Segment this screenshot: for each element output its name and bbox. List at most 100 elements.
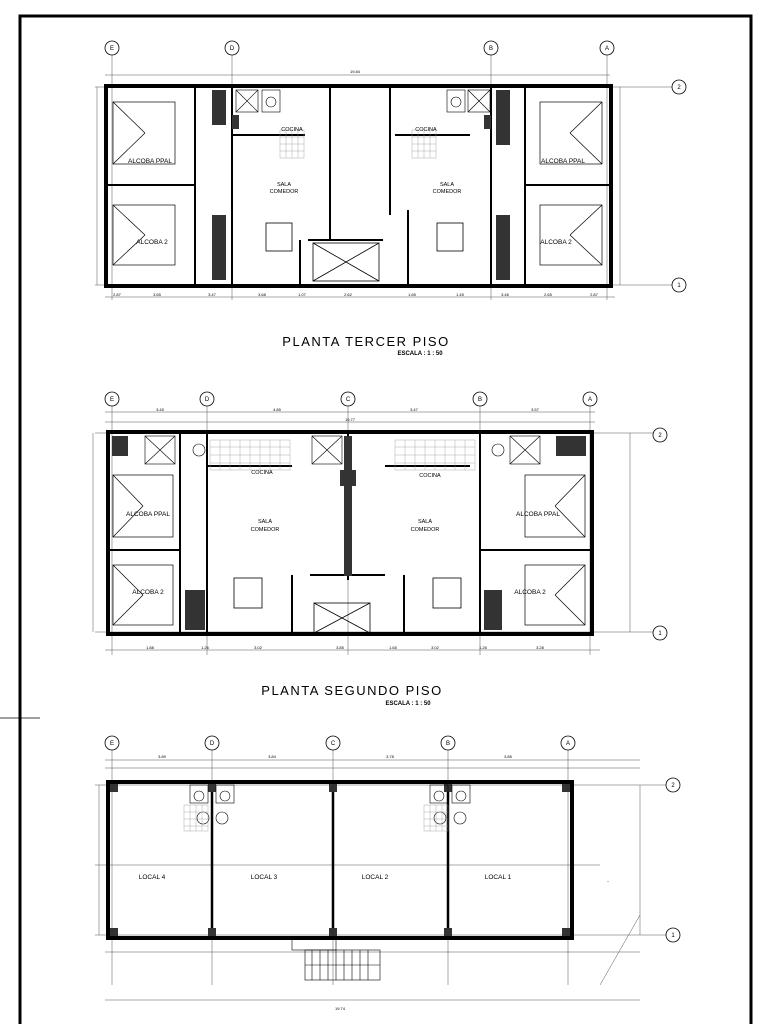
kitchen-tiles bbox=[209, 439, 476, 471]
axis-label: B bbox=[446, 741, 450, 747]
dimension: 3.65 bbox=[153, 292, 162, 297]
bathroom-tiles bbox=[183, 804, 449, 832]
axis-label: E bbox=[110, 46, 114, 52]
dimension: 1.65 bbox=[389, 645, 398, 650]
dimension: 2.87 bbox=[590, 292, 599, 297]
bathrooms bbox=[144, 435, 541, 465]
room-label: ALCOBA 2 bbox=[132, 589, 164, 596]
room-label: COCINA bbox=[251, 470, 273, 476]
kitchen-tiles bbox=[279, 129, 437, 159]
dimension: 2.87 bbox=[113, 292, 122, 297]
exterior-stair bbox=[291, 937, 381, 981]
room-label: SALA bbox=[440, 182, 454, 188]
stair-voids bbox=[265, 222, 464, 282]
dimension: 3.02 bbox=[431, 645, 440, 650]
plan-primer-piso: E D C B A 2 1 bbox=[95, 735, 681, 1011]
outer-wall bbox=[106, 780, 574, 940]
room-label: ALCOBA 2 bbox=[540, 239, 572, 246]
bathrooms bbox=[235, 89, 491, 113]
room-label: COCINA bbox=[419, 473, 441, 479]
dimension: 3.47 bbox=[410, 407, 419, 412]
plan-title: PLANTA TERCER PISO bbox=[282, 334, 449, 349]
room-label: LOCAL 1 bbox=[485, 874, 512, 881]
room-label: COMEDOR bbox=[270, 189, 299, 195]
annotation-mark: ~ bbox=[607, 879, 610, 884]
axis-label: D bbox=[205, 397, 210, 403]
axis-label: E bbox=[110, 741, 114, 747]
axis-label: 2 bbox=[671, 783, 675, 789]
dimension: 1.88 bbox=[146, 645, 155, 650]
axis-label: 1 bbox=[677, 283, 681, 289]
axis-label: 2 bbox=[658, 433, 662, 439]
room-label: ALCOBA 2 bbox=[514, 589, 546, 596]
room-label: COMEDOR bbox=[251, 527, 280, 533]
dimension: 3.85 bbox=[336, 645, 345, 650]
outer-wall bbox=[106, 430, 594, 636]
axis-label: 1 bbox=[671, 933, 675, 939]
axis-label: A bbox=[588, 397, 592, 403]
dimension-total: 19.77 bbox=[345, 417, 356, 422]
dimension: 3.45 bbox=[156, 407, 165, 412]
dimension: 3.89 bbox=[158, 754, 167, 759]
room-label: ALCOBA PPAL bbox=[516, 511, 560, 518]
axis-label: 1 bbox=[658, 631, 662, 637]
dimension: 3.84 bbox=[268, 754, 277, 759]
room-label: ALCOBA PPAL bbox=[128, 158, 172, 165]
room-label: ALCOBA PPAL bbox=[126, 511, 170, 518]
stair-voids bbox=[233, 577, 462, 634]
axis-bubbles: E D C B A 2 1 bbox=[104, 391, 668, 641]
room-label: SALA bbox=[258, 519, 272, 525]
dimension: 2.65 bbox=[544, 292, 553, 297]
room-label: COCINA bbox=[415, 127, 437, 133]
room-label: ALCOBA PPAL bbox=[541, 158, 585, 165]
dimension: 2.62 bbox=[344, 292, 353, 297]
plan-title: PLANTA SEGUNDO PISO bbox=[261, 683, 442, 698]
room-label: LOCAL 2 bbox=[362, 874, 389, 881]
room-label: SALA bbox=[277, 182, 291, 188]
room-label: SALA bbox=[418, 519, 432, 525]
dimension: 3.47 bbox=[208, 292, 217, 297]
axis-label: C bbox=[331, 741, 336, 747]
axis-label: E bbox=[110, 397, 114, 403]
dimension: 3.78 bbox=[386, 754, 395, 759]
plan-scale: ESCALA : 1 : 50 bbox=[397, 351, 443, 357]
columns bbox=[110, 784, 570, 936]
dimension: 3.57 bbox=[531, 407, 540, 412]
columns bbox=[112, 436, 586, 630]
dimension-row-top: 3.89 3.84 3.78 3.85 19.74 bbox=[158, 754, 513, 1011]
furniture-beds bbox=[112, 474, 586, 626]
furniture-beds bbox=[112, 101, 603, 266]
dimension: 3.02 bbox=[254, 645, 263, 650]
dimension: 4.85 bbox=[273, 407, 282, 412]
axis-label: B bbox=[489, 46, 493, 52]
room-label: COMEDOR bbox=[411, 527, 440, 533]
dimension-total: 19.84 bbox=[350, 69, 361, 74]
interior-walls bbox=[210, 782, 450, 938]
dimension: 1.45 bbox=[456, 292, 465, 297]
axis-label: 2 bbox=[677, 85, 681, 91]
interior-walls bbox=[106, 86, 611, 286]
columns bbox=[212, 90, 510, 280]
bathrooms bbox=[189, 784, 471, 825]
dimension: 3.85 bbox=[504, 754, 513, 759]
axis-bubbles: E D C B A 2 1 bbox=[104, 735, 681, 943]
dimension-row-bottom: 1.88 1.26 3.02 3.85 1.65 3.02 1.26 3.28 bbox=[146, 645, 545, 650]
dimension: 1.65 bbox=[408, 292, 417, 297]
axis-bubbles: E D B A 2 1 bbox=[104, 40, 687, 293]
dimension: 1.26 bbox=[201, 645, 210, 650]
axis-label: C bbox=[346, 397, 351, 403]
dimension: 3.46 bbox=[501, 292, 510, 297]
dimension-row-top: 3.45 4.85 3.47 3.57 19.77 bbox=[156, 407, 540, 422]
dimension: 3.68 bbox=[258, 292, 267, 297]
dimension-row-bottom: 2.87 3.65 3.47 3.68 1.07 2.62 1.65 1.45 … bbox=[113, 292, 599, 297]
dimension: 1.07 bbox=[298, 292, 307, 297]
dimension-total: 19.74 bbox=[335, 1006, 346, 1011]
plan-segundo-piso: E D C B A 2 1 bbox=[92, 391, 668, 707]
room-label: LOCAL 4 bbox=[139, 874, 166, 881]
axis-label: B bbox=[478, 397, 482, 403]
axis-label: A bbox=[566, 741, 570, 747]
room-label: ALCOBA 2 bbox=[136, 239, 168, 246]
room-label: LOCAL 3 bbox=[251, 874, 278, 881]
